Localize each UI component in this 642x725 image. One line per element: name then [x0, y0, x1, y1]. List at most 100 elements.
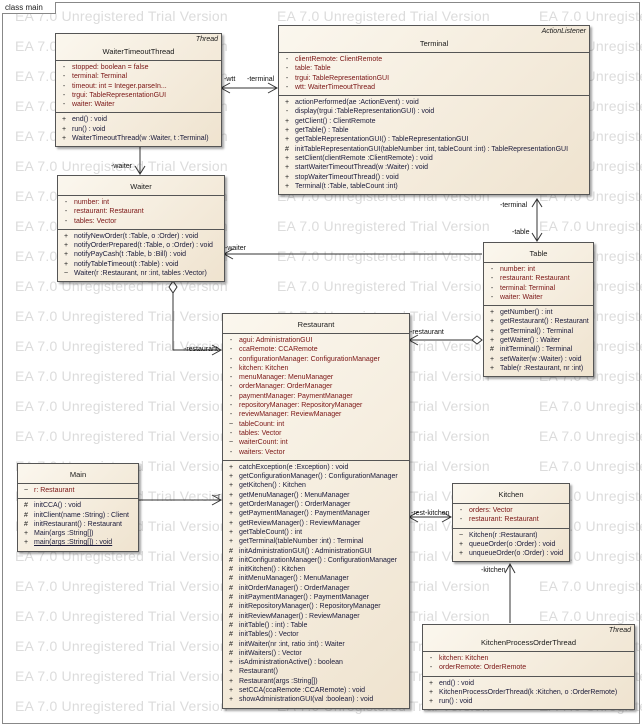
operation[interactable]: +Table(r :Restaurant, nr :int)	[484, 364, 593, 373]
attribute[interactable]: -ccaRemote: CCARemote	[223, 345, 409, 354]
operation[interactable]: #initMenuManager() : MenuManager	[223, 574, 409, 583]
operation[interactable]: +catchException(e :Exception) : void	[223, 463, 409, 472]
attribute[interactable]: -orders: Vector	[453, 506, 569, 515]
attribute[interactable]: -waiter: Waiter	[484, 293, 593, 302]
operation[interactable]: +startWaiterTimeoutThread(w :Waiter) : v…	[279, 163, 589, 172]
operation[interactable]: #initPaymentManager() : PaymentManager	[223, 593, 409, 602]
operation[interactable]: +getNumber() : int	[484, 308, 593, 317]
operation[interactable]: +notifyOrderPrepared(t :Table, o :Order)…	[58, 241, 224, 250]
attribute[interactable]: -restaurant: Restaurant	[58, 207, 224, 216]
operation[interactable]: +getWaiter() : Waiter	[484, 336, 593, 345]
aggregation-waiter-restaurant[interactable]	[172, 292, 221, 351]
operation[interactable]: +end() : void	[423, 679, 634, 688]
attribute[interactable]: -terminal: Terminal	[56, 72, 221, 81]
attribute[interactable]: -trgui: TableRepresentationGUI	[279, 74, 589, 83]
operation[interactable]: +getTerminal(tableNumber :int) : Termina…	[223, 537, 409, 546]
class-main[interactable]: Main~r: Restaurant#initCCA() : void#init…	[17, 463, 139, 552]
operation[interactable]: +stopWaiterTimeoutThread() : void	[279, 173, 589, 182]
attribute[interactable]: -table: Table	[279, 64, 589, 73]
attribute[interactable]: -wtt: WaiterTimeoutThread	[279, 83, 589, 92]
attribute[interactable]: -kitchen: Kitchen	[223, 364, 409, 373]
operation[interactable]: +actionPerformed(ae :ActionEvent) : void	[279, 98, 589, 107]
operation[interactable]: +main(args :String[]) : void	[18, 538, 138, 547]
attribute[interactable]: -menuManager: MenuManager	[223, 373, 409, 382]
operation[interactable]: +getOrderManager() : OrderManager	[223, 500, 409, 509]
operation[interactable]: +setClient(clientRemote :ClientRemote) :…	[279, 154, 589, 163]
operation[interactable]: +getTableRepresentationGUI() : TableRepr…	[279, 135, 589, 144]
class-waiter[interactable]: Waiter-number: int-restaurant: Restauran…	[57, 175, 225, 283]
attribute[interactable]: -reviewManager: ReviewManager	[223, 410, 409, 419]
attribute[interactable]: -stopped: boolean = false	[56, 63, 221, 72]
operation[interactable]: +getTable() : Table	[279, 126, 589, 135]
operation[interactable]: #initCCA() : void	[18, 501, 138, 510]
operation[interactable]: +getMenuManager() : MenuManager	[223, 491, 409, 500]
operation[interactable]: +Terminal(t :Table, tableCount :int)	[279, 182, 589, 191]
operation[interactable]: +KitchenProcessOrderThread(k :Kitchen, o…	[423, 688, 634, 697]
operation[interactable]: +getPaymentManager() : PaymentManager	[223, 509, 409, 518]
operation[interactable]: +notifyPayCash(t :Table, b :Bill) : void	[58, 250, 224, 259]
operation[interactable]: +getTerminal() : Terminal	[484, 327, 593, 336]
operation[interactable]: +setCCA(ccaRemote :CCARemote) : void	[223, 686, 409, 695]
attribute[interactable]: -clientRemote: ClientRemote	[279, 55, 589, 64]
operation[interactable]: #initRestaurant() : Restaurant	[18, 520, 138, 529]
attribute[interactable]: -orderManager: OrderManager	[223, 382, 409, 391]
operation[interactable]: +getTableCount() : int	[223, 528, 409, 537]
attribute[interactable]: -timeout: int = Integer.parseIn...	[56, 82, 221, 91]
attribute[interactable]: -paymentManager: PaymentManager	[223, 392, 409, 401]
attribute[interactable]: -restaurant: Restaurant	[453, 515, 569, 524]
operation[interactable]: +setWaiter(w :Waiter) : void	[484, 355, 593, 364]
attribute[interactable]: ~waiterCount: int	[223, 438, 409, 447]
class-restaurant[interactable]: Restaurant-agui: AdministrationGUI-ccaRe…	[222, 313, 410, 709]
operation[interactable]: #initRepositoryManager() : RepositoryMan…	[223, 602, 409, 611]
operation[interactable]: +Restaurant()	[223, 667, 409, 676]
attribute[interactable]: -repositoryManager: RepositoryManager	[223, 401, 409, 410]
attribute[interactable]: -trgui: TableRepresentationGUI	[56, 91, 221, 100]
class-kitchen[interactable]: Kitchen-orders: Vector-restaurant: Resta…	[452, 483, 570, 563]
attribute[interactable]: -terminal: Terminal	[484, 284, 593, 293]
operation[interactable]: +getClient() : ClientRemote	[279, 117, 589, 126]
operation[interactable]: ~Kitchen(r :Restaurant)	[453, 531, 569, 540]
operation[interactable]: #initAdministrationGUI() : Administratio…	[223, 547, 409, 556]
operation[interactable]: +WaiterTimeoutThread(w :Waiter, t :Termi…	[56, 134, 221, 143]
operation[interactable]: #initTerminal() : Terminal	[484, 345, 593, 354]
attribute[interactable]: -orderRemote: OrderRemote	[423, 663, 634, 672]
operation[interactable]: #initWaiter(nr :int, ratio :int) : Waite…	[223, 640, 409, 649]
attribute[interactable]: -waiters: Vector	[223, 448, 409, 457]
operation[interactable]: +run() : void	[56, 125, 221, 134]
operation[interactable]: +queueOrder(o :Order) : void	[453, 540, 569, 549]
operation[interactable]: #initTables() : Vector	[223, 630, 409, 639]
operation[interactable]: ~Waiter(r :Restaurant, nr :int, tables :…	[58, 269, 224, 278]
operation[interactable]: +Restaurant(args :String[])	[223, 677, 409, 686]
operation[interactable]: +getRestaurant() : Restaurant	[484, 317, 593, 326]
operation[interactable]: +getReviewManager() : ReviewManager	[223, 519, 409, 528]
attribute[interactable]: -tables: Vector	[223, 429, 409, 438]
operation[interactable]: +getConfigurationManager() : Configurati…	[223, 472, 409, 481]
operation[interactable]: +notifyTableTimeout(t :Table) : void	[58, 260, 224, 269]
attribute[interactable]: -restaurant: Restaurant	[484, 274, 593, 283]
attribute[interactable]: -number: int	[484, 265, 593, 274]
operation[interactable]: #initReviewManager() : ReviewManager	[223, 612, 409, 621]
operation[interactable]: #initWaiters() : Vector	[223, 649, 409, 658]
attribute[interactable]: -kitchen: Kitchen	[423, 654, 634, 663]
operation[interactable]: #initOrderManager() : OrderManager	[223, 584, 409, 593]
operation[interactable]: +showAdministrationGUI(val :boolean) : v…	[223, 695, 409, 704]
operation[interactable]: #initClient(name :String) : Client	[18, 511, 138, 520]
class-table[interactable]: Table-number: int-restaurant: Restaurant…	[483, 242, 594, 378]
operation[interactable]: #initKitchen() : Kitchen	[223, 565, 409, 574]
operation[interactable]: -display(trgui :TableRepresentationGUI) …	[279, 107, 589, 116]
operation[interactable]: +run() : void	[423, 697, 634, 706]
operation[interactable]: #initTable() : int) : Table	[223, 621, 409, 630]
attribute[interactable]: -number: int	[58, 198, 224, 207]
attribute[interactable]: -waiter: Waiter	[56, 100, 221, 109]
attribute[interactable]: -agui: AdministrationGUI	[223, 336, 409, 345]
attribute[interactable]: -tables: Vector	[58, 217, 224, 226]
operation[interactable]: +isAdministrationActive() : boolean	[223, 658, 409, 667]
operation[interactable]: +unqueueOrder(o :Order) : void	[453, 549, 569, 558]
attribute[interactable]: ~r: Restaurant	[18, 486, 138, 495]
operation[interactable]: +getKitchen() : Kitchen	[223, 481, 409, 490]
operation[interactable]: +Main(args :String[])	[18, 529, 138, 538]
operation[interactable]: #initTableRepresentationGUI(tableNumber …	[279, 145, 589, 154]
